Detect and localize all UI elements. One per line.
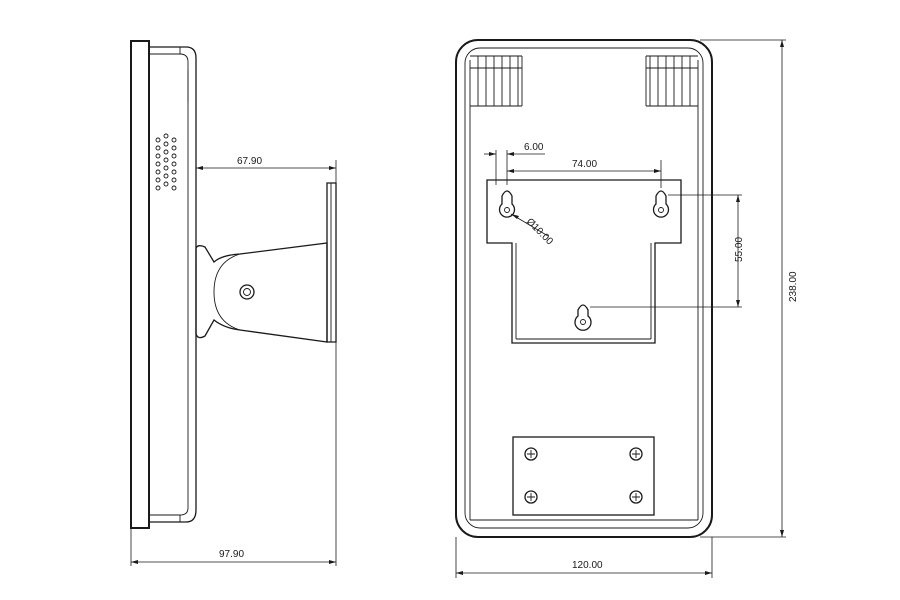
terminal-plate	[512, 436, 655, 516]
pivot-screw-outer	[239, 284, 255, 300]
dim-slot-diameter: Ø10.00	[510, 213, 555, 248]
dim-bracket-projection: 67.90	[196, 156, 337, 183]
side-view: 67.90 97.90	[130, 40, 337, 566]
dim-slot-offset: 6.00	[484, 142, 545, 185]
dim-height: 238.00	[700, 39, 799, 538]
dim-label-slot-offset: 6.00	[524, 142, 544, 153]
dim-label-height: 238.00	[788, 271, 799, 302]
side-view-panel	[130, 40, 150, 529]
vent-left	[470, 55, 523, 107]
back-view-inner-outline	[464, 47, 704, 529]
terminal-screw	[524, 447, 538, 461]
dim-label-slot-diameter: Ø10.00	[524, 216, 555, 247]
back-view-outline	[455, 39, 713, 538]
dim-label-width: 120.00	[572, 560, 603, 571]
keyhole-slot-right	[652, 190, 670, 218]
keyhole-slot-left	[498, 190, 516, 218]
back-view: 6.00 74.00 Ø10.00 55.00	[455, 39, 799, 578]
keyhole-slot-bottom	[574, 304, 592, 331]
back-view-recess	[469, 60, 699, 521]
vent-right	[645, 55, 698, 107]
dim-slot-spacing: 74.00	[507, 159, 662, 188]
pivot-screw-inner	[243, 288, 251, 296]
dim-label-bracket-projection: 67.90	[237, 156, 262, 167]
side-view-inner-edge	[149, 53, 189, 516]
side-view-bracket-arm	[195, 242, 328, 343]
side-view-wall-plate	[326, 182, 337, 343]
dim-total-depth: 97.90	[130, 342, 337, 566]
mounting-plate	[486, 179, 682, 344]
terminal-screw	[629, 447, 643, 461]
side-view-hinge	[213, 253, 241, 331]
speaker-grille	[155, 133, 177, 191]
dim-vertical-spacing: 55.00	[590, 194, 745, 308]
dim-label-slot-spacing: 74.00	[572, 159, 597, 170]
dim-label-vertical-spacing: 55.00	[734, 237, 745, 262]
dim-label-total-depth: 97.90	[219, 549, 244, 560]
dim-width: 120.00	[455, 537, 713, 578]
side-view-bezel	[149, 46, 197, 523]
terminal-screw	[629, 490, 643, 504]
terminal-screw	[524, 490, 538, 504]
